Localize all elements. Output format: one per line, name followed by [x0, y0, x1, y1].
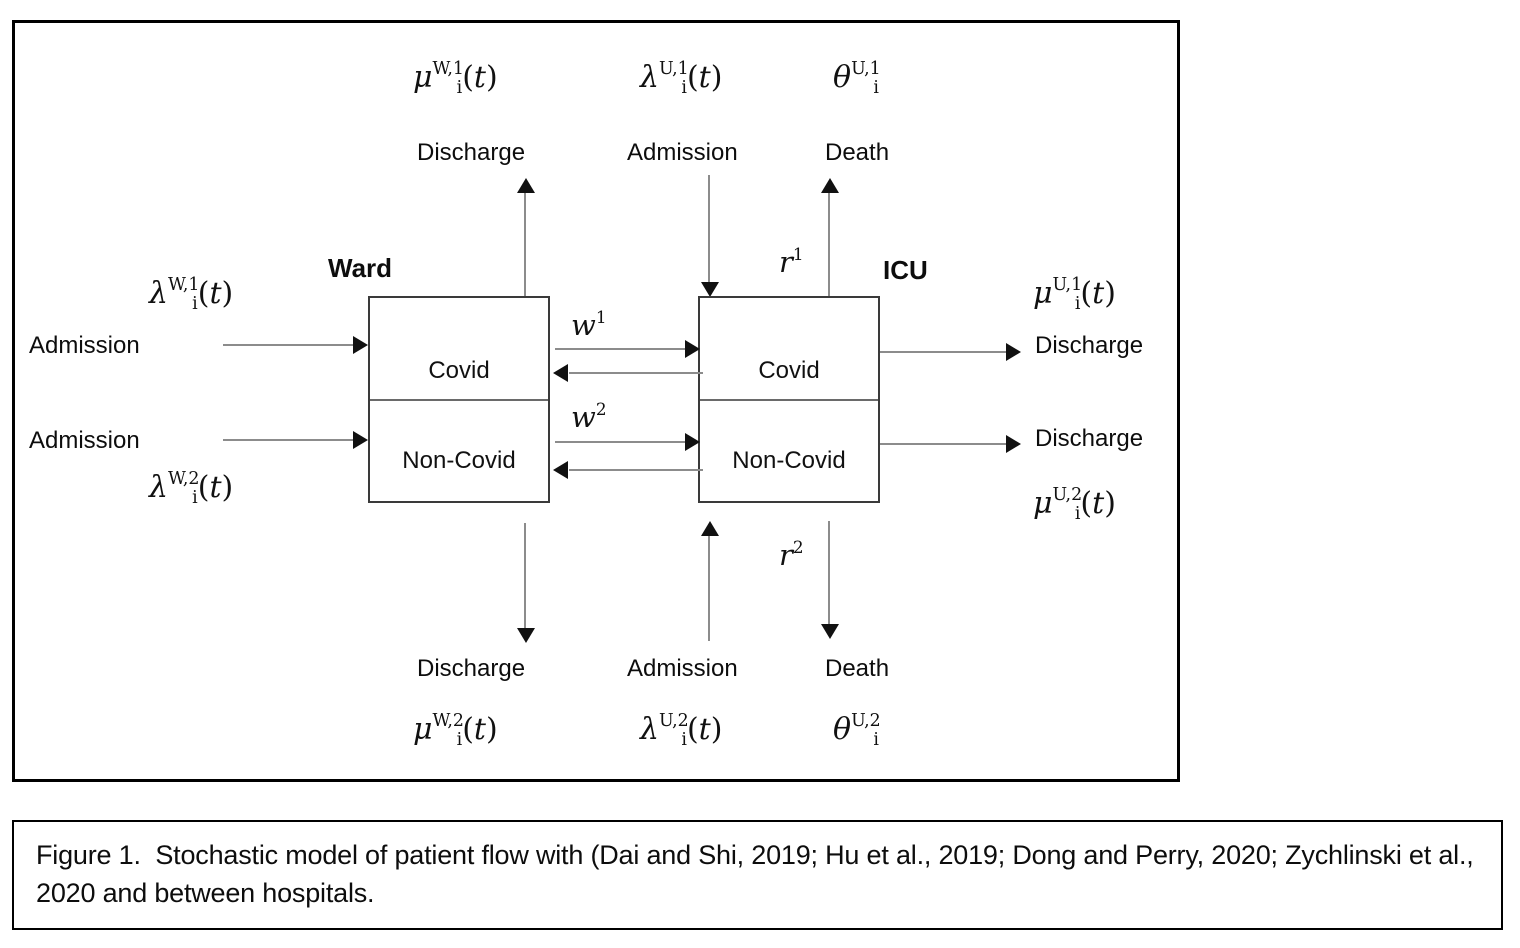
icu-death-covid-rate: θU,1i [833, 58, 881, 99]
icu-discharge-covid-arrow [880, 343, 1026, 361]
ward-admission-covid-rate: λW,1i(t) [149, 274, 234, 315]
icu-discharge-covid-event: Discharge [1035, 332, 1144, 359]
ward-to-icu-covid-transfer-label: w1 [571, 306, 607, 342]
icu-row-covid-label: Covid [758, 357, 820, 384]
icu-discharge-covid-rate: μU,1i(t) [1033, 274, 1116, 315]
ward-admission-noncovid-event: Admission [29, 427, 140, 454]
icu-admission-noncovid-arrow [701, 521, 719, 643]
icu-to-ward-noncovid-arrow [553, 461, 703, 479]
icu-death-covid-event: Death [825, 139, 890, 166]
icu-admission-noncovid-event: Admission [627, 655, 738, 682]
icu-death-covid-arrow [821, 178, 839, 300]
ward-box-divider [370, 399, 548, 401]
ward-title: Ward [328, 253, 393, 283]
icu-box: Covid Non-Covid [698, 296, 880, 503]
icu-admission-covid-arrow [701, 175, 719, 297]
ward-row-noncovid-label: Non-Covid [402, 447, 516, 474]
ward-discharge-covid-arrow [517, 178, 535, 298]
icu-discharge-noncovid-event: Discharge [1035, 425, 1144, 452]
ward-to-icu-covid-arrow [555, 340, 703, 358]
ward-admission-covid-event: Admission [29, 332, 140, 359]
icu-death-noncovid-event: Death [825, 655, 890, 682]
ward-to-icu-noncovid-transfer-label: w2 [571, 398, 607, 434]
icu-discharge-noncovid-rate: μU,2i(t) [1033, 484, 1116, 525]
figure-caption-box: Figure 1. Stochastic model of patient fl… [12, 820, 1503, 930]
ward-box: Covid Non-Covid [368, 296, 550, 503]
icu-to-ward-covid-transfer-label: r1 [779, 243, 804, 279]
ward-discharge-covid-event: Discharge [417, 139, 526, 166]
icu-death-noncovid-arrow [821, 521, 839, 641]
icu-discharge-noncovid-arrow [880, 435, 1026, 453]
ward-admission-noncovid-arrow [223, 431, 369, 449]
rate-argument: (t) [462, 60, 498, 95]
ward-to-icu-noncovid-arrow [555, 433, 703, 451]
icu-admission-covid-event: Admission [627, 139, 738, 166]
icu-admission-noncovid-rate: λU,2i(t) [640, 710, 723, 751]
figure-caption-text: Figure 1. Stochastic model of patient fl… [36, 840, 1481, 908]
ward-discharge-noncovid-rate: μW,2i(t) [413, 710, 498, 751]
icu-box-divider [700, 399, 878, 401]
icu-admission-covid-rate: λU,1i(t) [640, 58, 723, 99]
ward-admission-covid-arrow [223, 336, 369, 354]
icu-row-noncovid-label: Non-Covid [732, 447, 846, 474]
icu-to-ward-noncovid-transfer-label: r2 [779, 536, 804, 572]
ward-row-covid-label: Covid [428, 357, 490, 384]
ward-admission-noncovid-rate: λW,2i(t) [149, 468, 234, 509]
ward-discharge-noncovid-event: Discharge [417, 655, 526, 682]
ward-discharge-covid-rate: μW,1i(t) [413, 58, 498, 99]
ward-discharge-noncovid-arrow [517, 523, 535, 645]
icu-death-noncovid-rate: θU,2i [833, 710, 881, 751]
icu-to-ward-covid-arrow [553, 364, 703, 382]
icu-title: ICU [883, 255, 928, 285]
figure-frame: μW,1i(t) Discharge λU,1i(t) Admission θU… [12, 20, 1180, 782]
